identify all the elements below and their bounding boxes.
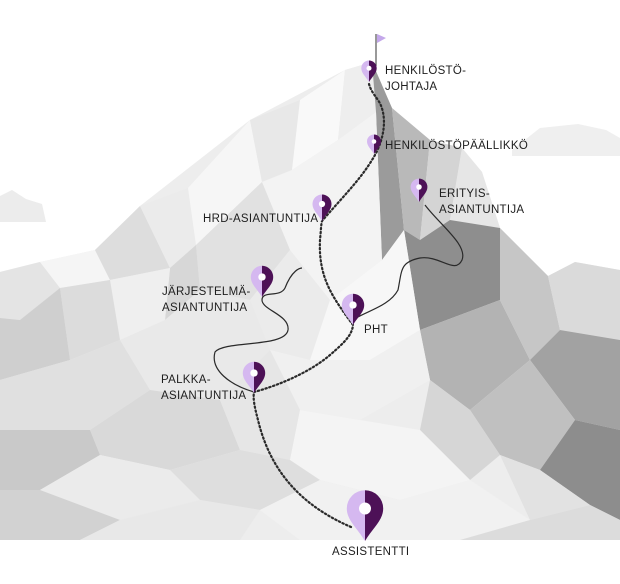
role-label-jarjestelmaasiantuntija: JÄRJESTELMÄ- ASIANTUNTIJA xyxy=(162,286,251,314)
role-label-erityisasiantuntija: ERITYIS- ASIANTUNTIJA xyxy=(439,188,525,216)
clouds xyxy=(0,124,620,222)
flag-icon xyxy=(375,34,386,66)
role-label-hrd-asiantuntija: HRD-ASIANTUNTIJA xyxy=(203,213,319,225)
mountain xyxy=(0,62,620,540)
role-label-henkilostopaallikko: HENKILÖSTÖPÄÄLLIKKÖ xyxy=(385,140,529,152)
role-label-pht: PHT xyxy=(364,324,388,336)
role-label-henkilostojohtaja: HENKILÖSTÖ- JOHTAJA xyxy=(385,65,467,93)
role-label-palkka-asiantuntija: PALKKA- ASIANTUNTIJA xyxy=(161,374,247,402)
career-trail-dotted xyxy=(252,82,385,529)
career-trail-branches xyxy=(213,204,464,393)
role-label-assistentti: ASSISTENTTI xyxy=(332,546,410,558)
